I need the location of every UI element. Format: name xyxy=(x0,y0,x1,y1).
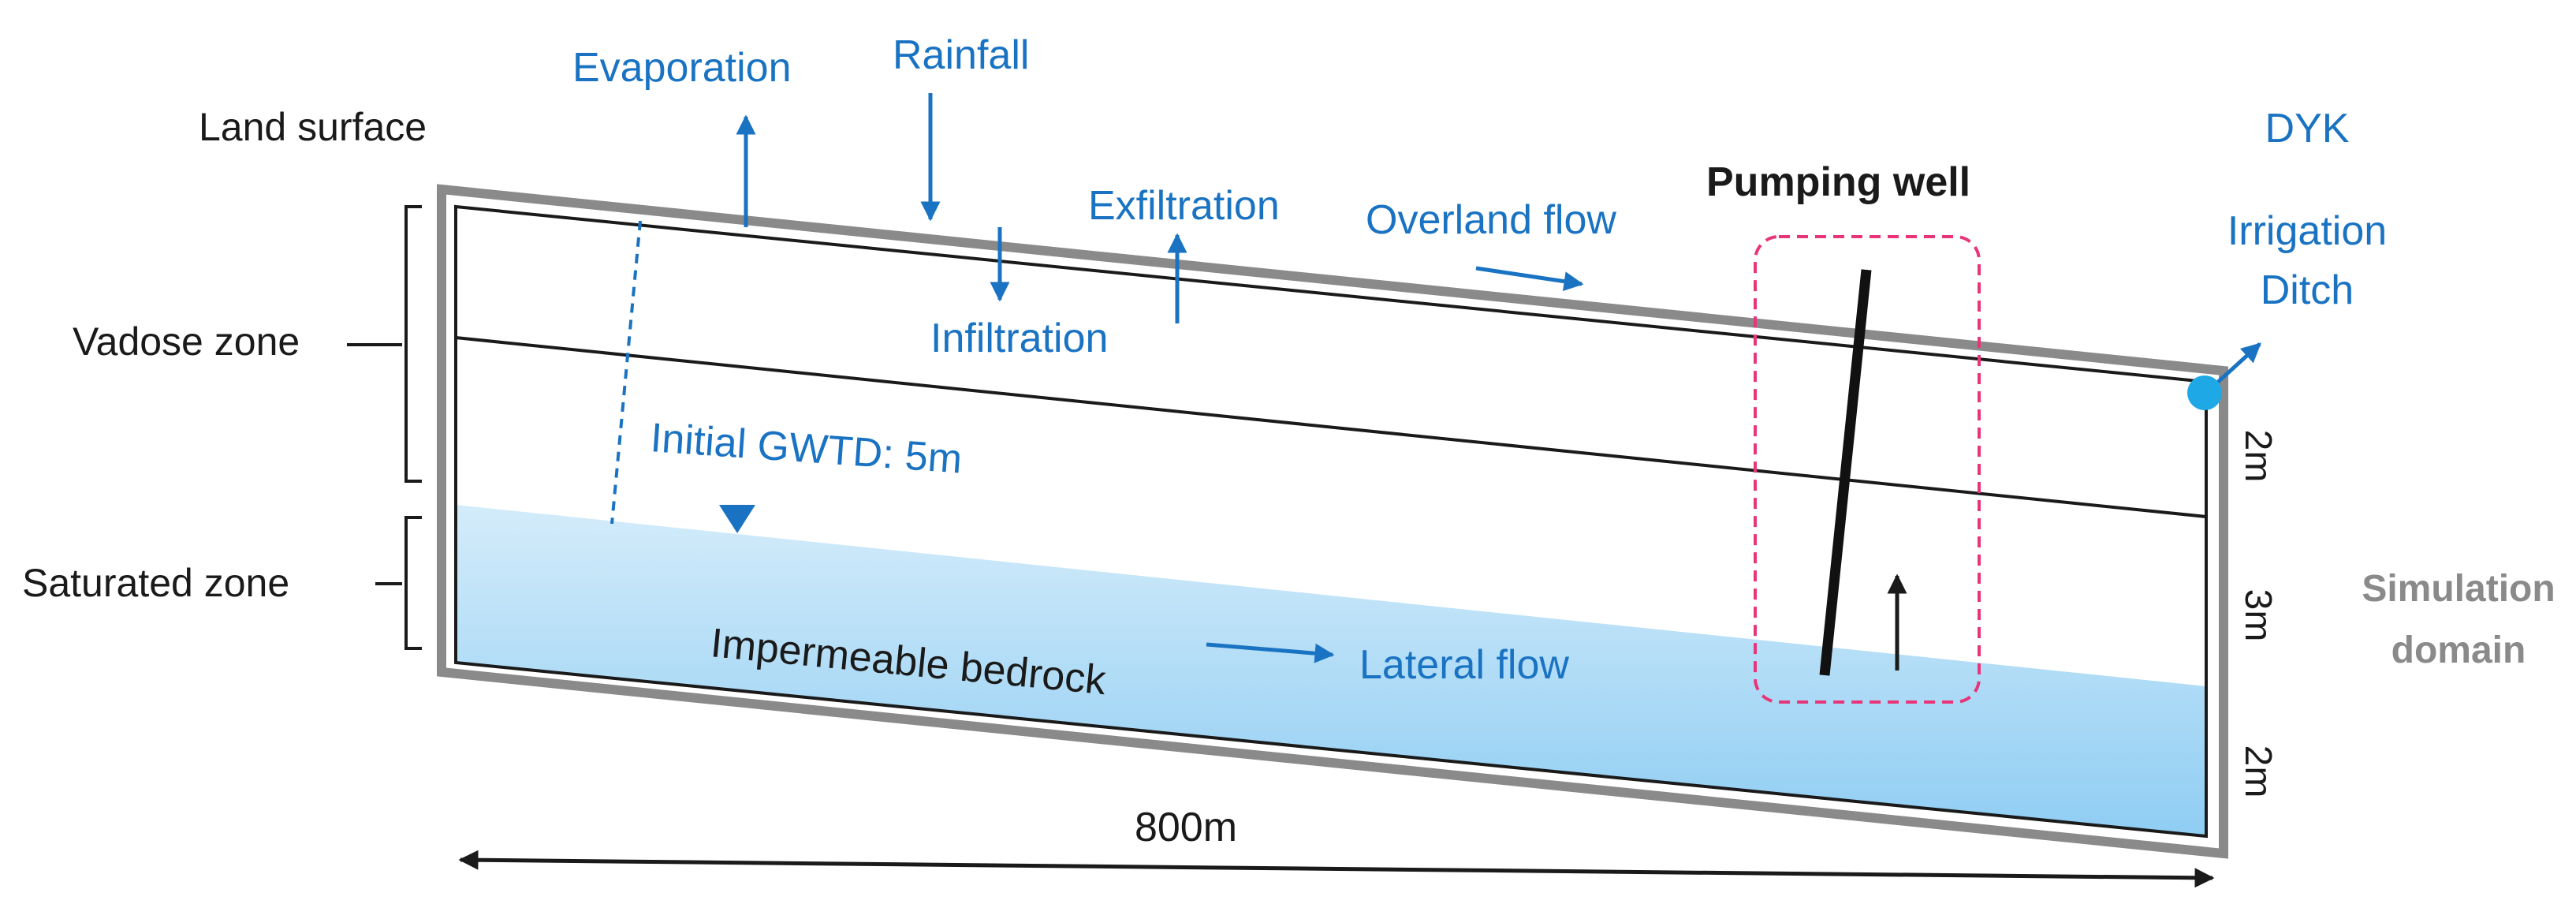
dyk-label-line2: Irrigation xyxy=(2227,208,2387,254)
simulation-domain-frame xyxy=(437,184,2228,859)
lateral-flow-label: Lateral flow xyxy=(1359,642,1569,688)
lateral-flow-arrow-icon xyxy=(1206,642,1335,663)
evaporation-label: Evaporation xyxy=(572,45,792,91)
simulation-domain-label-line2: domain xyxy=(2391,629,2526,671)
initial-gwtd-label: Initial GWTD: 5m xyxy=(649,415,964,482)
width-dimension-arrow-icon xyxy=(458,850,2215,888)
dimension-bottom-label: 2m xyxy=(2237,745,2279,798)
vadose-zone-label: Vadose zone xyxy=(73,319,300,364)
pumping-well-shaft xyxy=(1819,269,1872,676)
pumping-well-box xyxy=(1754,235,1981,704)
vadose-zone-brace xyxy=(404,205,422,483)
width-label: 800m xyxy=(1135,805,1237,850)
overland-flow-label: Overland flow xyxy=(1366,197,1616,243)
infiltration-label: Infiltration xyxy=(930,316,1108,361)
irrigation-ditch-dot xyxy=(2187,375,2222,410)
land-surface-label: Land surface xyxy=(199,105,427,149)
saturated-zone-brace xyxy=(404,516,422,650)
dimension-middle-label: 3m xyxy=(2237,589,2279,642)
dyk-label-line1: DYK xyxy=(2265,106,2350,151)
exfiltration-label: Exfiltration xyxy=(1088,183,1280,229)
initial-gwtd-dashed-line xyxy=(610,220,642,525)
dyk-label-line3: Ditch xyxy=(2261,267,2354,313)
pumping-well-label: Pumping well xyxy=(1706,159,1970,205)
dimension-top-label: 2m xyxy=(2237,430,2279,483)
simulation-domain-label-line1: Simulation xyxy=(2362,568,2555,610)
saturated-water-body xyxy=(456,505,2206,836)
domain-boundary xyxy=(454,204,2208,839)
saturated-zone-label: Saturated zone xyxy=(22,561,289,605)
layer-boundary-line xyxy=(455,336,2207,518)
rainfall-label: Rainfall xyxy=(893,32,1029,78)
overland-flow-arrow-icon xyxy=(1475,266,1584,292)
water-table-marker-icon xyxy=(719,505,755,533)
